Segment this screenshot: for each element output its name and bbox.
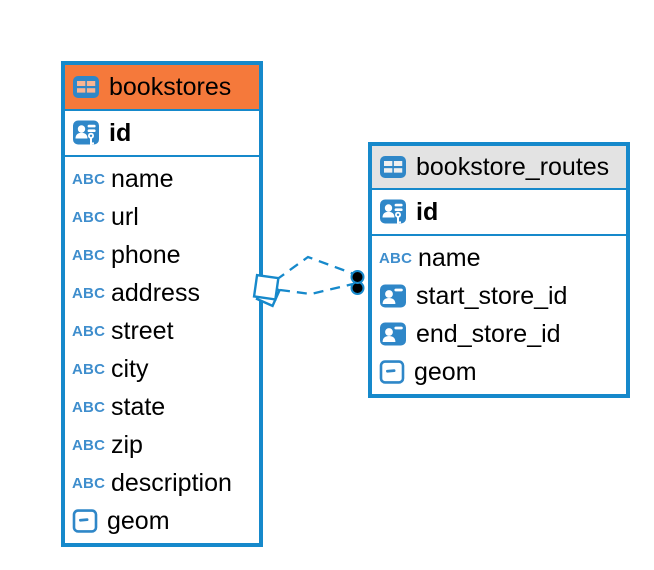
column-row[interactable]: ABC name (65, 160, 259, 198)
column-list: ABC name ABC url ABC phone ABC address A… (65, 157, 259, 543)
column-row[interactable]: ABC url (65, 198, 259, 236)
column-row[interactable]: ABC zip (65, 426, 259, 464)
column-name: geom (107, 506, 170, 535)
text-type-icon: ABC (72, 398, 106, 416)
table-title: bookstores (109, 72, 232, 101)
primary-key-icon (379, 198, 407, 226)
column-name: url (111, 202, 139, 231)
table-bookstore-routes-header[interactable]: bookstore_routes (372, 146, 626, 190)
geometry-type-icon (379, 359, 405, 385)
column-name: city (111, 354, 149, 383)
geometry-type-icon (72, 508, 98, 534)
column-name: description (111, 468, 232, 497)
column-row[interactable]: ABC description (65, 464, 259, 502)
column-name: geom (414, 357, 477, 386)
column-name: name (111, 164, 174, 193)
text-type-icon: ABC (72, 322, 106, 340)
column-row[interactable]: ABC state (65, 388, 259, 426)
relationship-line-start-store[interactable] (275, 255, 355, 281)
column-row[interactable]: ABC name (372, 239, 626, 277)
column-name: state (111, 392, 166, 421)
table-bookstore-routes[interactable]: bookstore_routes id ABC name start_store… (368, 142, 630, 398)
column-name: id (109, 118, 132, 147)
column-row[interactable]: geom (372, 353, 626, 391)
foreign-key-icon (379, 283, 407, 309)
table-bookstores-header[interactable]: bookstores (65, 65, 259, 111)
column-name: phone (111, 240, 181, 269)
column-row[interactable]: start_store_id (372, 277, 626, 315)
column-row[interactable]: end_store_id (372, 315, 626, 353)
text-type-icon: ABC (379, 249, 413, 267)
column-name: name (418, 243, 481, 272)
column-name: id (416, 197, 439, 226)
column-row[interactable]: ABC street (65, 312, 259, 350)
relationship-target-dot[interactable] (350, 281, 365, 295)
primary-key-icon (72, 119, 100, 147)
table-bookstores[interactable]: bookstores id ABC name ABC url ABC phone… (61, 61, 263, 547)
table-icon (72, 75, 100, 99)
column-row[interactable]: ABC address (65, 274, 259, 312)
column-name: end_store_id (416, 319, 561, 348)
column-name: street (111, 316, 174, 345)
column-name: address (111, 278, 200, 307)
column-name: start_store_id (416, 281, 568, 310)
table-icon (379, 155, 407, 179)
column-list: ABC name start_store_id end_store_id geo… (372, 236, 626, 394)
column-name: zip (111, 430, 143, 459)
column-row[interactable]: ABC city (65, 350, 259, 388)
column-row[interactable]: geom (65, 502, 259, 540)
column-row-pk[interactable]: id (372, 190, 626, 236)
text-type-icon: ABC (72, 246, 106, 264)
relationship-target-dot[interactable] (350, 270, 365, 284)
column-row-pk[interactable]: id (65, 111, 259, 157)
foreign-key-icon (379, 321, 407, 347)
text-type-icon: ABC (72, 360, 106, 378)
column-row[interactable]: ABC phone (65, 236, 259, 274)
text-type-icon: ABC (72, 208, 106, 226)
text-type-icon: ABC (72, 436, 106, 454)
table-title: bookstore_routes (416, 152, 610, 181)
text-type-icon: ABC (72, 284, 106, 302)
text-type-icon: ABC (72, 170, 106, 188)
text-type-icon: ABC (72, 474, 106, 492)
relationship-line-end-store[interactable] (279, 282, 354, 296)
